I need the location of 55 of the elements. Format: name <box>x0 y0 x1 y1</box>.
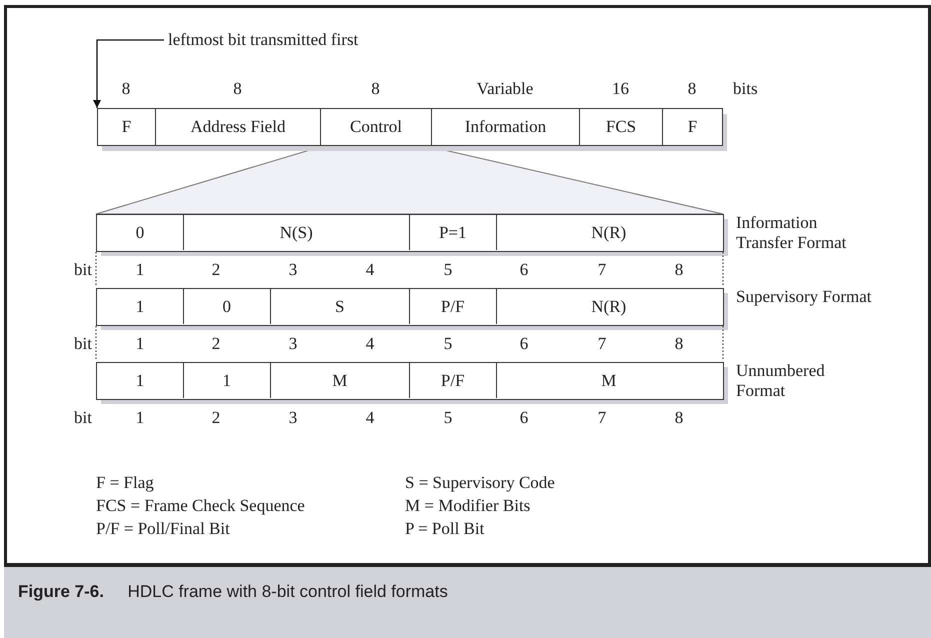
bit-number: 3 <box>288 334 298 354</box>
frame-field: F <box>662 108 723 146</box>
bit-number: 7 <box>596 260 608 280</box>
bit-label: bit <box>74 408 92 428</box>
figure-caption: Figure 7-6. HDLC frame with 8-bit control field formats <box>18 582 448 602</box>
bit-number: 4 <box>364 334 376 354</box>
bit-number: 8 <box>674 334 684 354</box>
format-name: Supervisory Format <box>736 287 873 307</box>
format-name: Unnumbered Format <box>736 361 826 401</box>
bit-label: bit <box>74 334 92 354</box>
bit-number: 2 <box>210 260 222 280</box>
bit-number: 3 <box>288 260 298 280</box>
bit-number: 7 <box>596 408 608 428</box>
field-length: 8 <box>120 79 132 99</box>
field-length: Variable <box>476 79 534 99</box>
format-row-frame <box>96 362 724 400</box>
leader-note: leftmost bit transmitted first <box>168 30 358 50</box>
format-row-frame <box>96 214 724 252</box>
bit-number: 5 <box>442 408 454 428</box>
field-length: 8 <box>370 79 381 99</box>
bit-number: 4 <box>364 408 376 428</box>
bit-number: 5 <box>442 334 454 354</box>
field-length: 16 <box>611 79 630 99</box>
abbreviation-note: M = Modifier Bits <box>405 496 530 516</box>
format-name: Information Transfer Format <box>736 213 848 253</box>
bit-number: 6 <box>518 334 530 354</box>
bit-number: 4 <box>364 260 376 280</box>
bit-number: 2 <box>210 408 222 428</box>
frame-field: Control <box>320 108 432 146</box>
bit-number: 1 <box>134 260 146 280</box>
bit-number: 5 <box>442 260 454 280</box>
field-length: 8 <box>232 79 243 99</box>
bit-number: 7 <box>596 334 608 354</box>
abbreviation-note: FCS = Frame Check Sequence <box>96 496 305 516</box>
bit-number: 8 <box>674 408 684 428</box>
unit-label: bits <box>733 79 758 99</box>
frame-field: FCS <box>579 108 663 146</box>
bit-number: 1 <box>134 408 146 428</box>
bit-number: 2 <box>210 334 222 354</box>
abbreviation-note: F = Flag <box>96 473 154 493</box>
leader-arrow <box>93 39 164 108</box>
bit-number: 8 <box>674 260 684 280</box>
frame-field: Information <box>431 108 580 146</box>
frame-field: Address Field <box>155 108 321 146</box>
bit-number: 6 <box>518 408 530 428</box>
bit-number: 6 <box>518 260 530 280</box>
bit-number: 3 <box>288 408 298 428</box>
field-length: 8 <box>686 79 698 99</box>
abbreviation-note: P = Poll Bit <box>405 519 484 539</box>
frame-field: F <box>97 108 156 146</box>
bit-label: bit <box>74 260 92 280</box>
abbreviation-note: S = Supervisory Code <box>405 473 555 493</box>
bit-number: 1 <box>134 334 146 354</box>
format-row-frame <box>96 288 724 326</box>
abbreviation-note: P/F = Poll/Final Bit <box>96 519 230 539</box>
